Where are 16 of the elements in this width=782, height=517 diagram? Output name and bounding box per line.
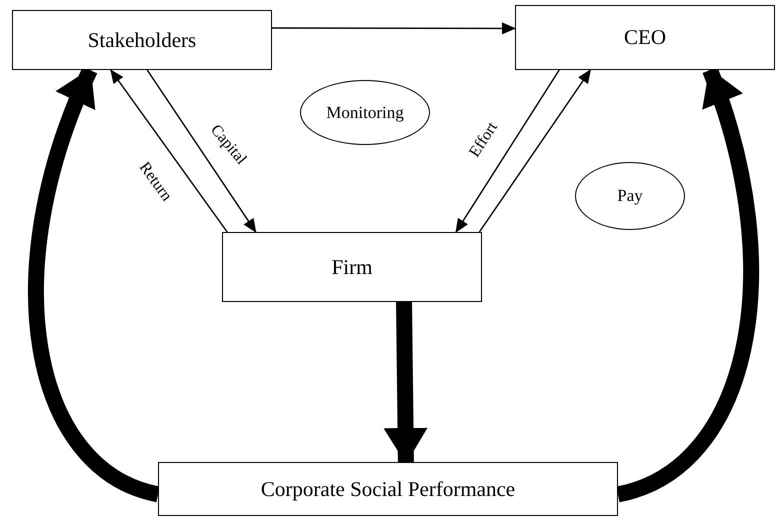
arrow <box>272 22 516 34</box>
arrow <box>110 69 228 232</box>
node-label: Corporate Social Performance <box>260 476 516 502</box>
box-node <box>158 462 618 516</box>
node-label: Stakeholders <box>88 28 196 52</box>
node-label: Pay <box>617 186 643 206</box>
box-node <box>222 232 482 302</box>
arrow <box>478 69 591 232</box>
arrow <box>146 70 256 233</box>
arrow <box>455 70 560 233</box>
box-node <box>12 10 272 70</box>
node-label: CEO <box>624 25 666 50</box>
thick-arrow <box>384 302 428 464</box>
node-label: Firm <box>332 254 372 280</box>
box-node <box>515 5 775 70</box>
node-label: Monitoring <box>326 102 404 122</box>
